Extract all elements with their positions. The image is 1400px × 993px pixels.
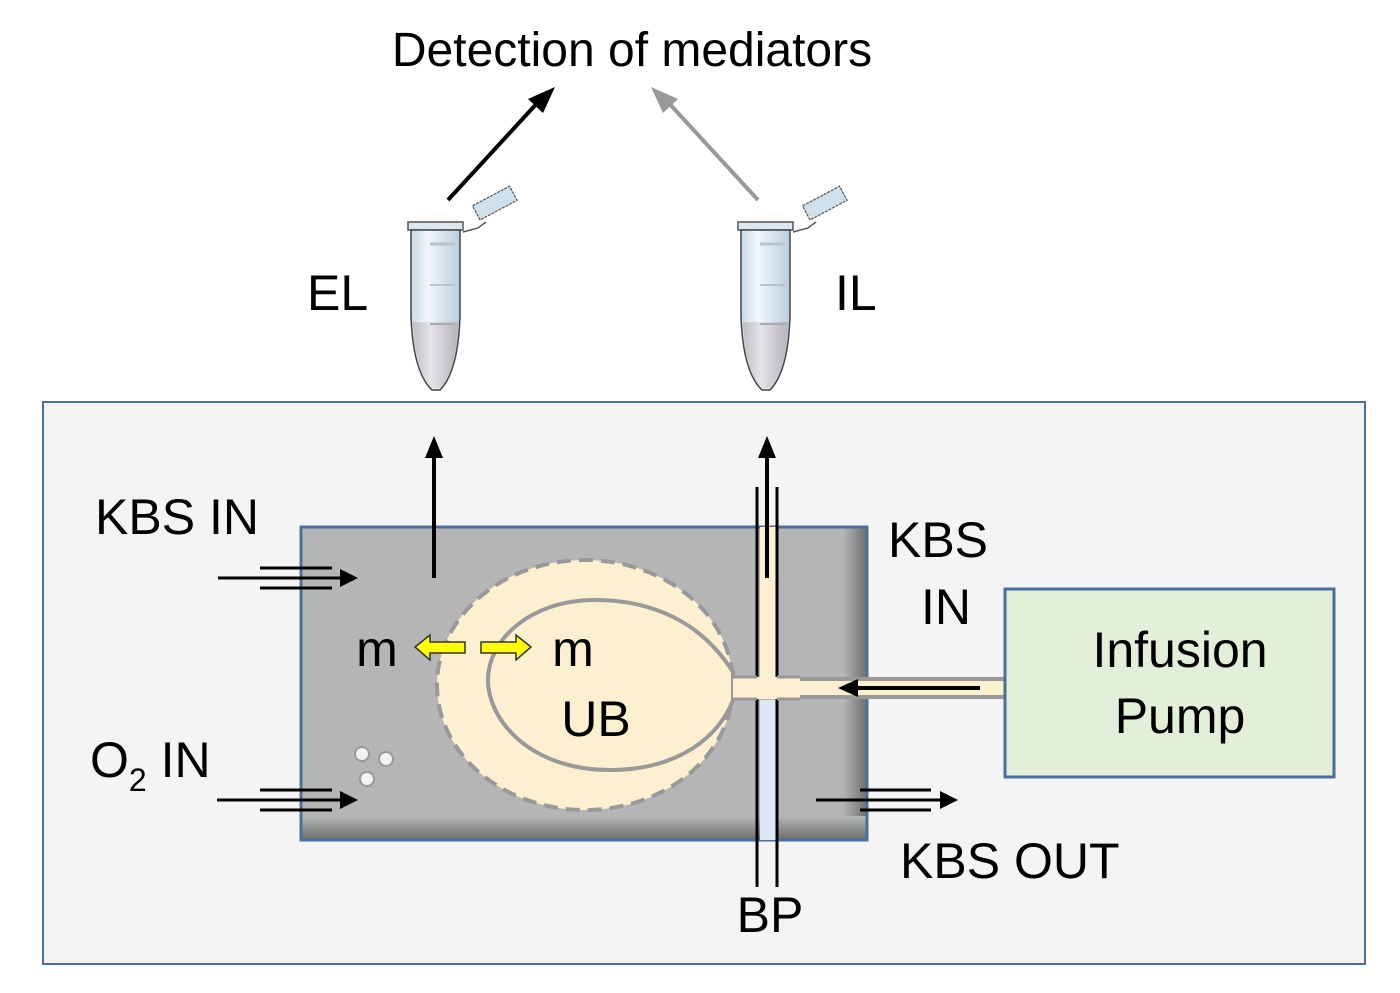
el-sample-tube-icon <box>407 185 518 391</box>
oxygen-bubbles-icon <box>354 746 394 787</box>
il-sample-tube-icon <box>737 185 848 391</box>
kbs-in-left-arrow <box>218 566 358 590</box>
mediator-inside-label: m <box>552 621 594 677</box>
il-label: IL <box>835 265 877 321</box>
bp-label: BP <box>737 887 804 943</box>
kbs-out-arrow <box>816 788 958 812</box>
mediator-outside-label: m <box>356 621 398 677</box>
kbs-in-right-label-line2: IN <box>921 579 971 635</box>
el-label: EL <box>307 265 368 321</box>
o2-in-arrow <box>217 788 358 812</box>
kbs-in-left-label: KBS IN <box>95 489 259 545</box>
el-outflow-arrow <box>425 436 443 578</box>
il-outflow-arrow <box>758 436 776 578</box>
ub-label: UB <box>561 691 630 747</box>
kbs-out-label: KBS OUT <box>900 833 1119 889</box>
infusion-flow-arrow <box>838 679 980 697</box>
mediator-exchange-arrows-icon <box>413 633 533 662</box>
kbs-in-right-label-line1: KBS <box>888 512 988 568</box>
pump-label-line2: Pump <box>1115 688 1246 744</box>
o2-in-label: O2 IN <box>90 732 211 798</box>
infusion-pump: Infusion Pump <box>1003 587 1336 779</box>
pump-label-line1: Infusion <box>1092 622 1267 678</box>
urinary-bladder <box>435 558 735 812</box>
il-to-detection-arrow <box>651 87 760 202</box>
el-to-detection-arrow <box>446 87 555 202</box>
diagram-title: Detection of mediators <box>392 24 872 77</box>
